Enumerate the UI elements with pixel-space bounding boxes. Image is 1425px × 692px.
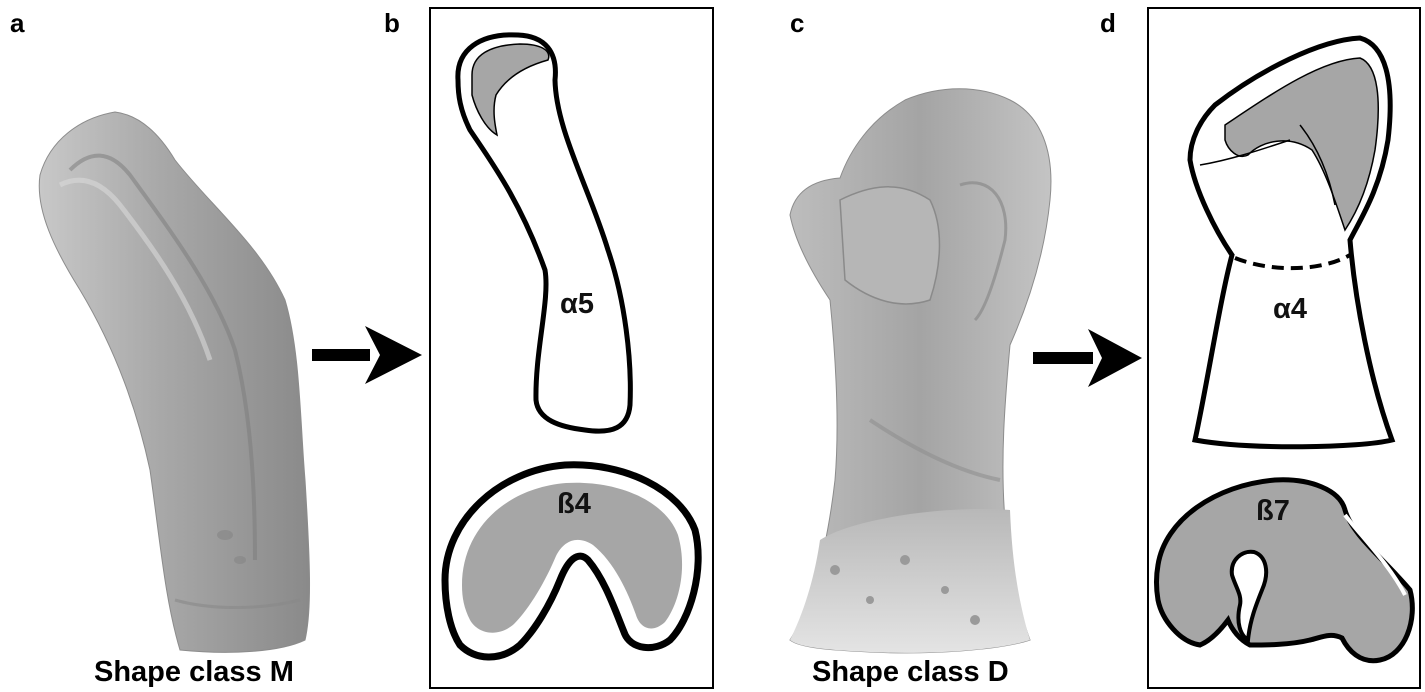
label-beta4: ß4 <box>557 488 591 520</box>
caption-shape-class-m: Shape class M <box>94 658 294 687</box>
arrow-right-icon <box>312 326 422 384</box>
panel-d-upper-shape <box>1190 38 1392 447</box>
arrow-right-icon <box>1033 329 1142 387</box>
panel-b-upper-shape <box>458 35 630 431</box>
label-alpha5: α5 <box>560 288 594 320</box>
label-beta7: ß7 <box>1256 495 1290 527</box>
shape-model-m <box>39 112 309 652</box>
caption-shape-class-d: Shape class D <box>812 658 1009 687</box>
shape-model-d <box>790 89 1051 653</box>
label-alpha4: α4 <box>1273 293 1307 325</box>
